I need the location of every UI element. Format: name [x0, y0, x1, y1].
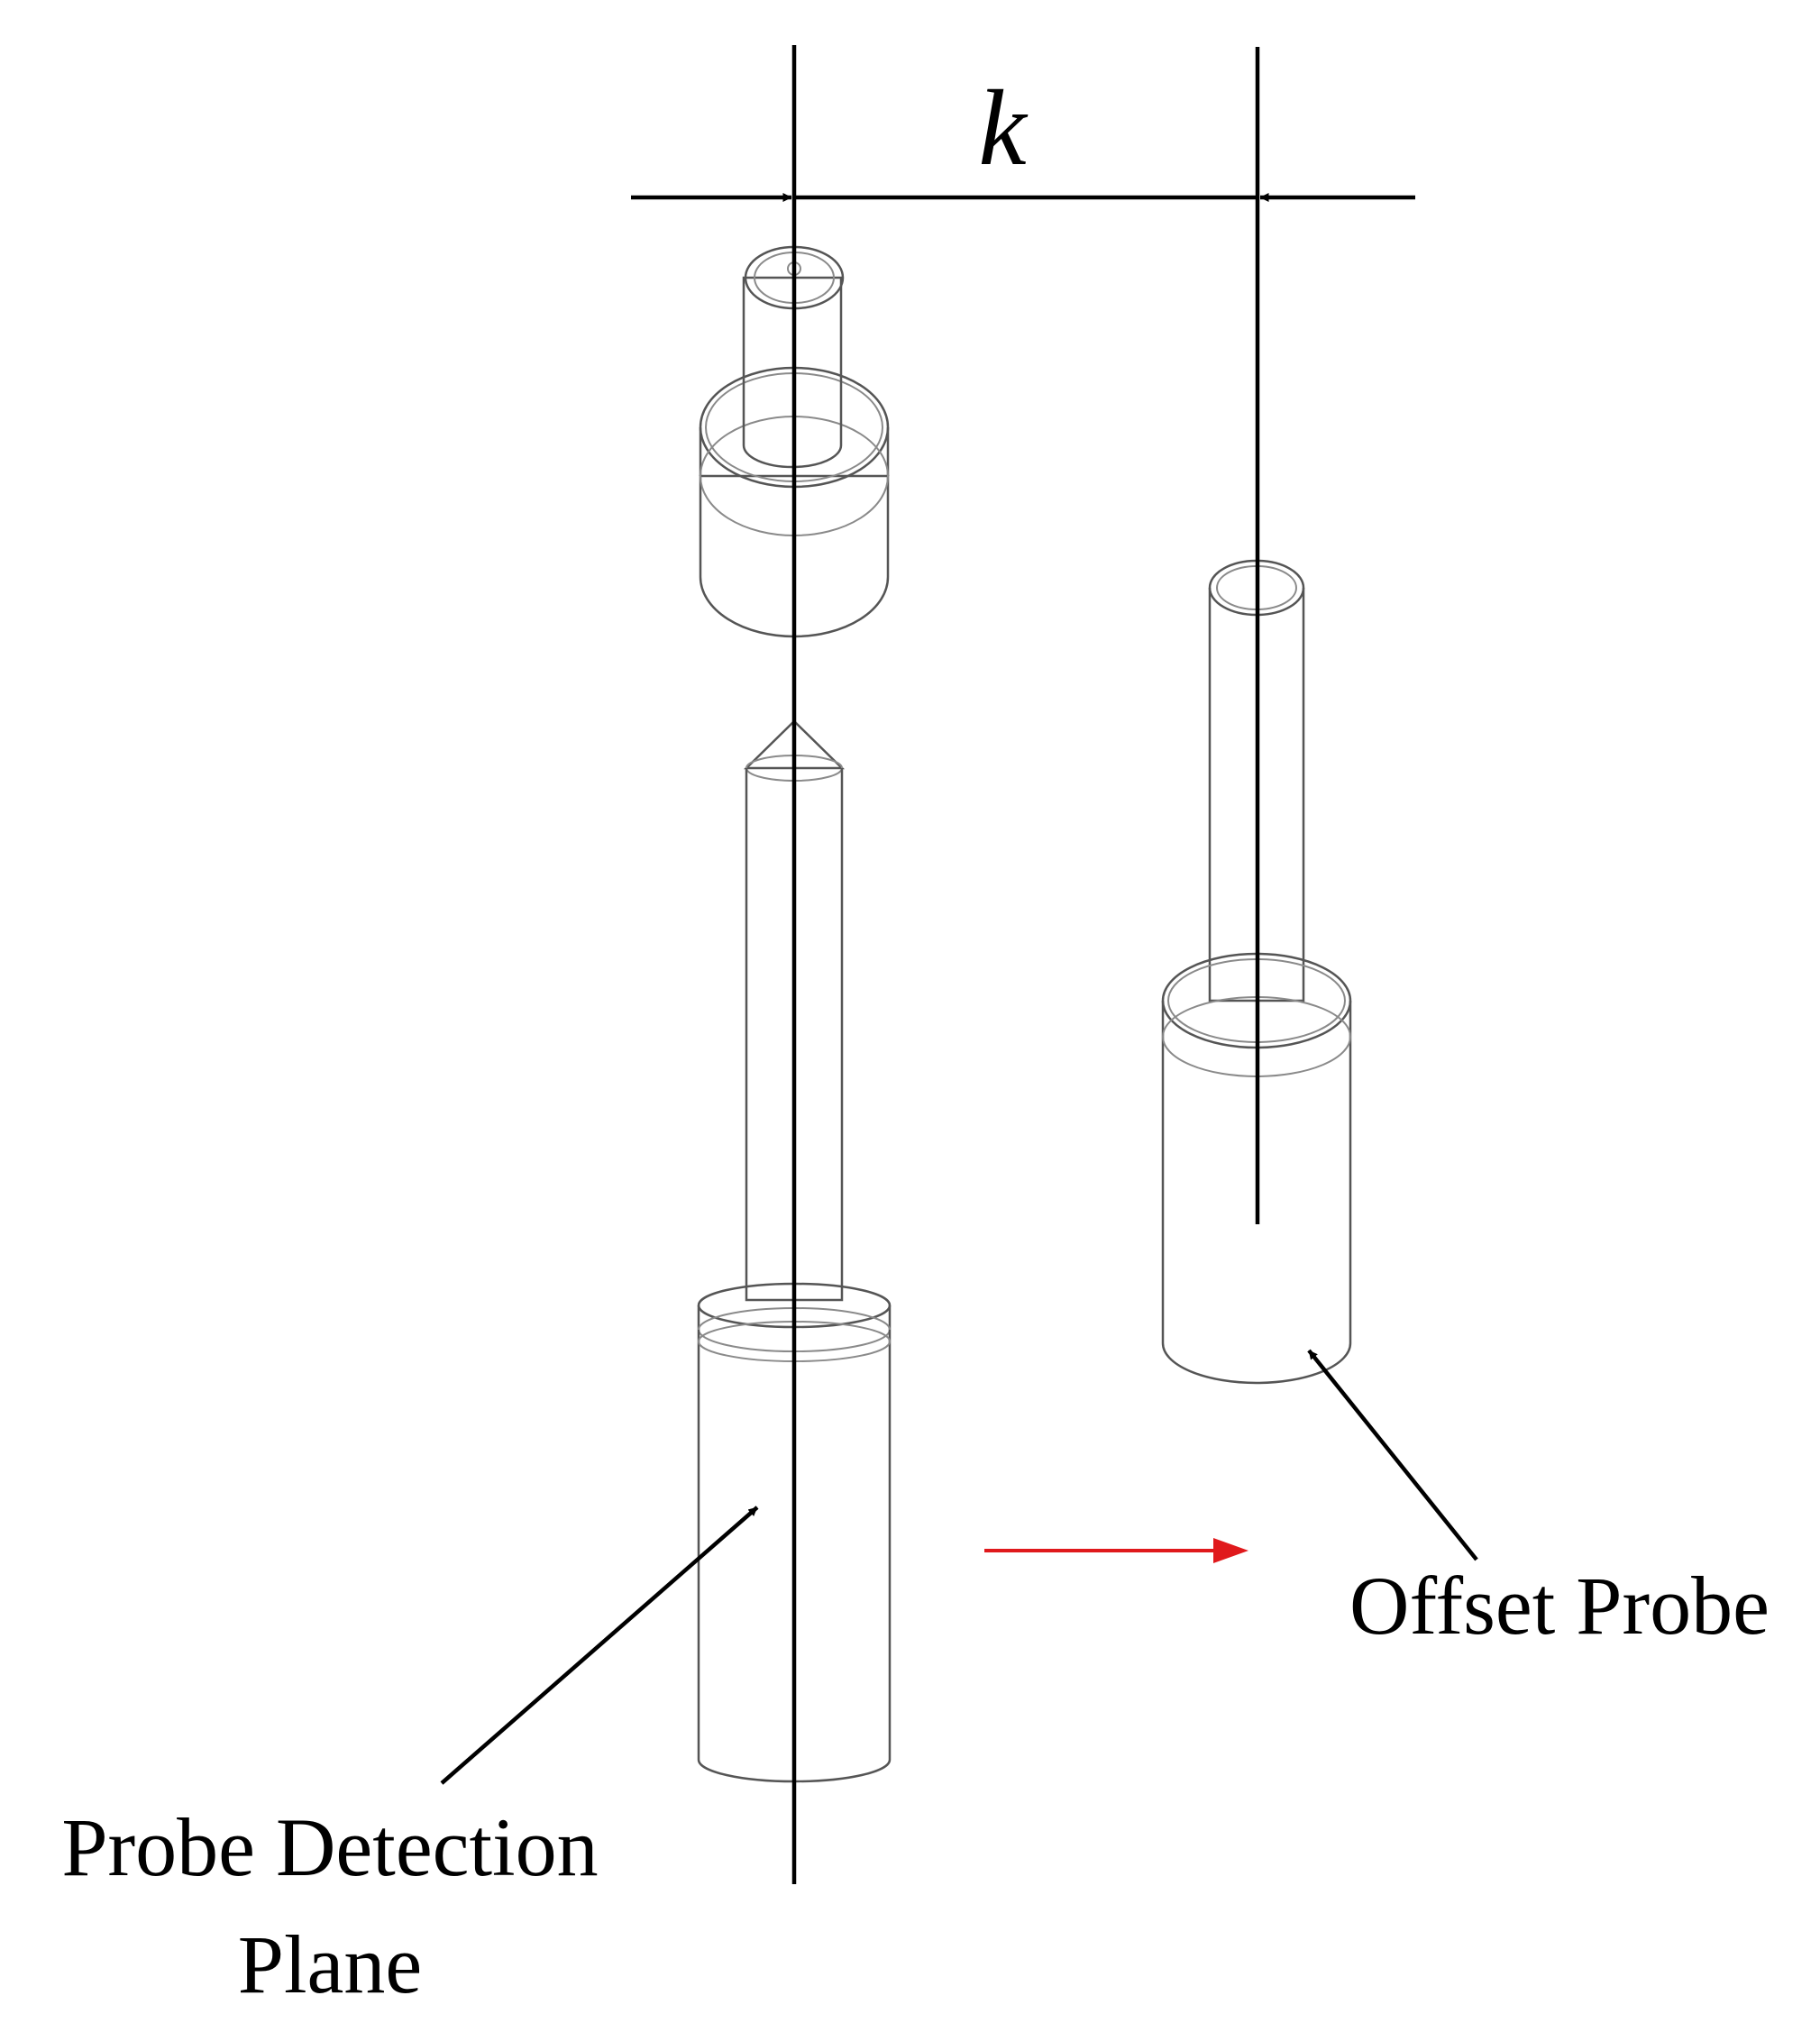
detection-plane-label-line1: Probe Detection — [61, 1801, 598, 1893]
dimension-k-label: k — [978, 68, 1029, 188]
detection-plane-leader — [440, 1506, 759, 1785]
red-right-arrow-icon — [984, 1538, 1248, 1563]
detection-plane-label-line2: Plane — [238, 1918, 422, 2010]
offset-probe-leader — [1307, 1349, 1478, 1561]
offset-probe-label: Offset Probe — [1349, 1560, 1770, 1652]
